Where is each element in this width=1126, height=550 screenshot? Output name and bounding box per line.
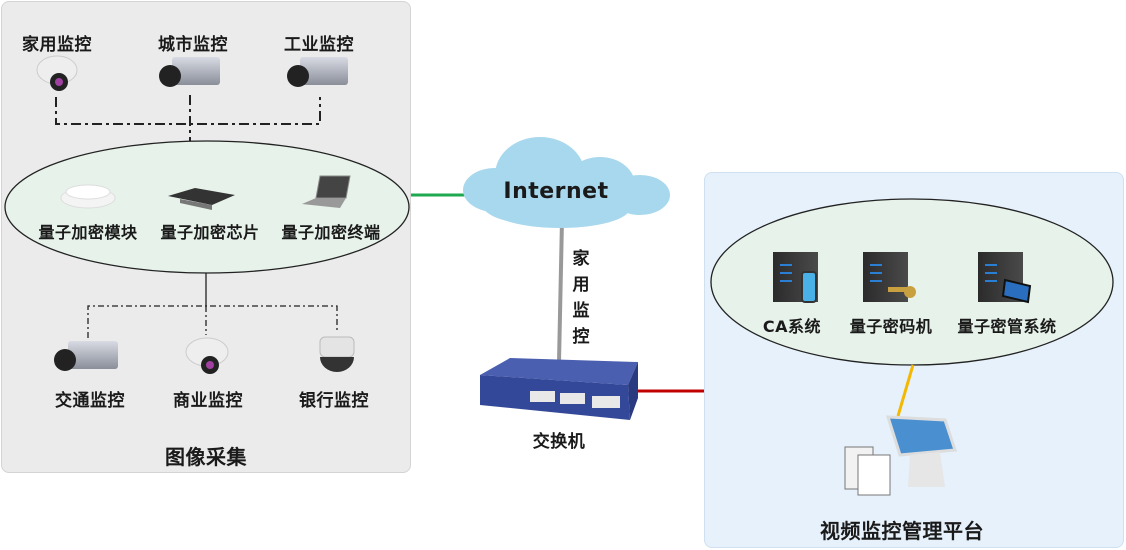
server-rack-icon: [844, 446, 891, 496]
switch-label: 交换机: [532, 432, 586, 452]
platform-server-link: [896, 364, 915, 417]
bottom-camera-connector: [87, 305, 338, 338]
kiosk-terminal-icon: [885, 415, 958, 487]
commercial-camera-label: 商业监控: [173, 391, 243, 411]
server-phone-icon: [773, 252, 818, 303]
bank-camera-label: 银行监控: [299, 391, 369, 411]
quantum-key-mgmt-label: 量子密管系统: [957, 317, 1057, 336]
image-capture-title: 图像采集: [165, 445, 247, 469]
link-label: 家 用 监 控: [572, 249, 590, 347]
box-camera-icon: [54, 341, 118, 371]
ptz-camera-icon: [319, 336, 355, 372]
laptop-icon: [302, 175, 351, 208]
home-camera-label: 家用监控: [22, 35, 92, 55]
server-ellipse: [710, 198, 1114, 366]
ca-system-label: CA系统: [762, 317, 822, 336]
server-monitor-icon: [978, 252, 1032, 304]
dome-camera-icon: [36, 55, 78, 91]
crypto-chip-label: 量子加密芯片: [160, 223, 260, 242]
dome-camera-icon: [185, 337, 229, 374]
industrial-camera-label: 工业监控: [284, 35, 354, 55]
box-camera-icon: [159, 57, 220, 87]
crypto-terminal-label: 量子加密终端: [281, 223, 381, 242]
router-puck-icon: [60, 184, 116, 209]
chip-device-icon: [168, 188, 235, 210]
city-camera-label: 城市监控: [158, 35, 228, 55]
internet-cloud-icon: [463, 137, 670, 228]
server-key-icon: [863, 252, 916, 302]
traffic-camera-label: 交通监控: [55, 391, 125, 411]
internet-switch-link: [557, 219, 564, 363]
video-platform-title: 视频监控管理平台: [820, 519, 984, 543]
crypto-module-label: 量子加密模块: [38, 223, 138, 242]
switch-icon: [480, 358, 638, 420]
internet-label: Internet: [503, 179, 609, 204]
box-camera-icon: [287, 57, 348, 87]
quantum-cipher-machine-label: 量子密码机: [849, 317, 933, 336]
